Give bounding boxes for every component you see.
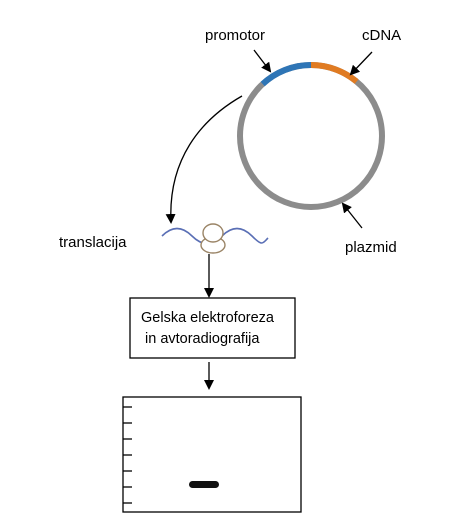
arrow-cdna <box>349 51 373 76</box>
process-box-line2: in avtoradiografija <box>145 331 260 347</box>
process-box: Gelska elektroforeza in avtoradiografija <box>129 297 296 359</box>
label-plazmid: plazmid <box>345 239 397 256</box>
gel-band <box>189 481 219 488</box>
arrow-to-translation <box>165 95 243 224</box>
cdna-segment <box>310 62 359 84</box>
gel-frame <box>122 396 302 513</box>
plasmid-ring <box>237 62 385 210</box>
plasmid-diagram <box>237 62 385 210</box>
process-box-line1: Gelska elektroforeza <box>141 310 275 326</box>
translation-illustration <box>161 223 269 254</box>
label-translacija: translacija <box>59 234 127 251</box>
gel-image <box>122 396 302 513</box>
ribosome-large-subunit-icon <box>202 223 224 243</box>
process-box-frame <box>129 297 296 359</box>
arrow-promotor <box>253 49 272 73</box>
promotor-segment <box>260 62 312 87</box>
arrow-plazmid <box>341 202 363 229</box>
gel-marker-ticks <box>123 406 132 504</box>
label-promotor: promotor <box>205 27 265 44</box>
label-cdna: cDNA <box>362 27 401 44</box>
